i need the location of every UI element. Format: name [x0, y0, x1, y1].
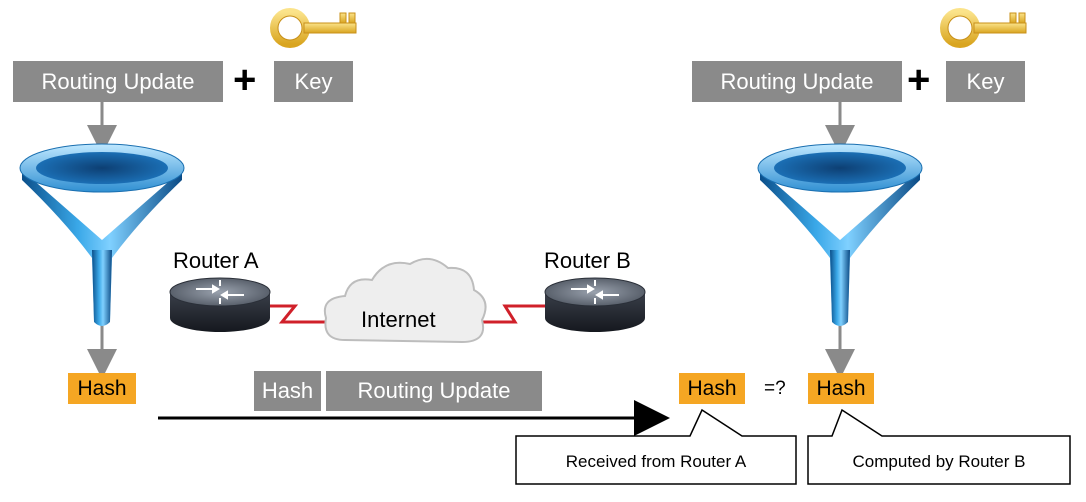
routing-update-box: Routing Update	[13, 61, 223, 102]
router-a-label: Router A	[173, 248, 259, 273]
wan-link	[268, 304, 335, 324]
packet-routing-update-box: Routing Update	[326, 371, 542, 411]
key-box: Key	[274, 61, 353, 102]
key-box: Key	[946, 61, 1025, 102]
packet-hash-box: Hash	[254, 371, 321, 411]
key-icon	[940, 8, 1027, 48]
plus-sign: +	[907, 58, 931, 102]
received-hash-box: Hash	[679, 373, 745, 404]
received-from-router-a-text: Received from Router A	[565, 452, 747, 471]
internet-label: Internet	[361, 307, 436, 332]
router-icon	[544, 277, 646, 332]
compare-operator: =?	[764, 378, 786, 399]
key-icon	[270, 8, 357, 48]
wan-link	[478, 304, 545, 324]
routing-update-box: Routing Update	[692, 61, 902, 102]
computed-by-router-b-text: Computed by Router B	[852, 452, 1026, 471]
callout-computed	[807, 408, 1071, 485]
computed-hash-box: Hash	[808, 373, 874, 404]
plus-sign: +	[233, 58, 257, 102]
funnel-icon	[757, 143, 923, 326]
router-icon	[169, 277, 271, 332]
router-b-label: Router B	[544, 248, 631, 273]
hash-box: Hash	[68, 373, 136, 404]
callout-received	[515, 408, 797, 485]
funnel-icon	[19, 143, 185, 326]
cloud-icon	[323, 257, 487, 344]
